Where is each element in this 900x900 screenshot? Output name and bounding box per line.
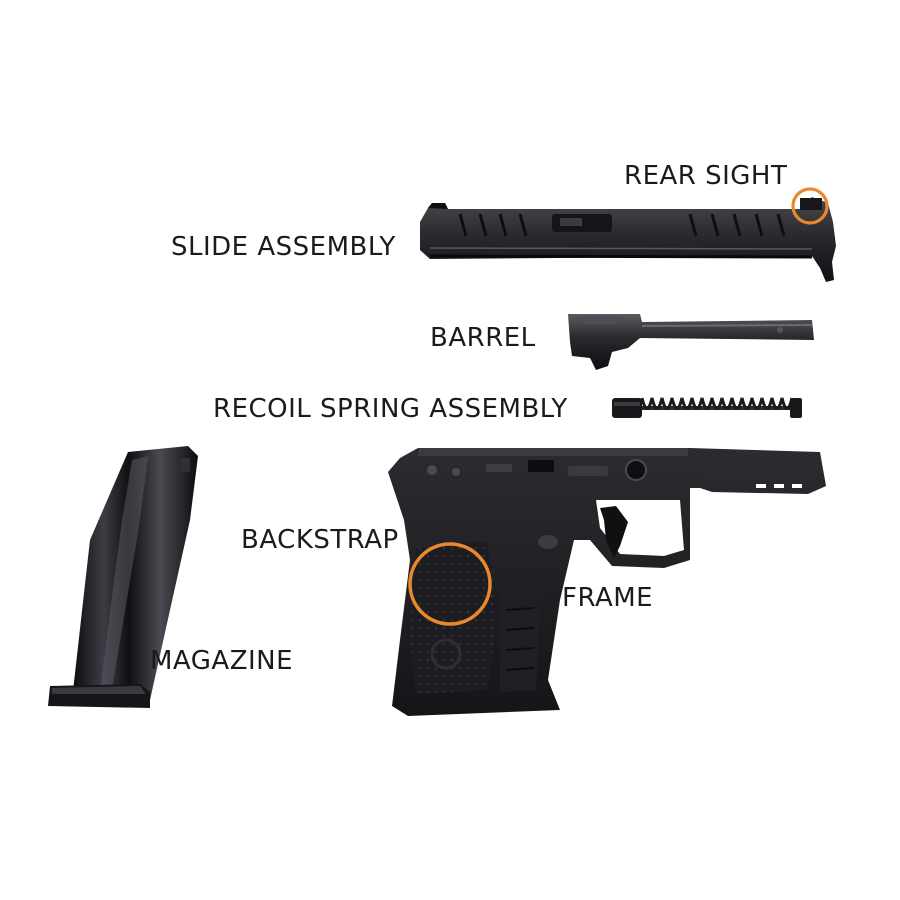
rear-sight-highlight <box>791 187 829 225</box>
backstrap-highlight <box>408 542 492 626</box>
barrel-label: BARREL <box>430 323 536 353</box>
slide-assembly-icon <box>420 197 836 282</box>
frame-label: FRAME <box>562 583 654 613</box>
pistol-frame-icon <box>388 448 826 716</box>
barrel-icon <box>568 314 814 370</box>
magazine-icon <box>48 446 198 708</box>
recoil-spring-icon <box>612 397 802 418</box>
rear-sight-label: REAR SIGHT <box>624 161 788 191</box>
magazine-label: MAGAZINE <box>150 646 294 676</box>
backstrap-label: BACKSTRAP <box>241 525 399 555</box>
slide-assembly-label: SLIDE ASSEMBLY <box>171 232 396 262</box>
recoil-spring-assembly-label: RECOIL SPRING ASSEMBLY <box>213 394 568 424</box>
